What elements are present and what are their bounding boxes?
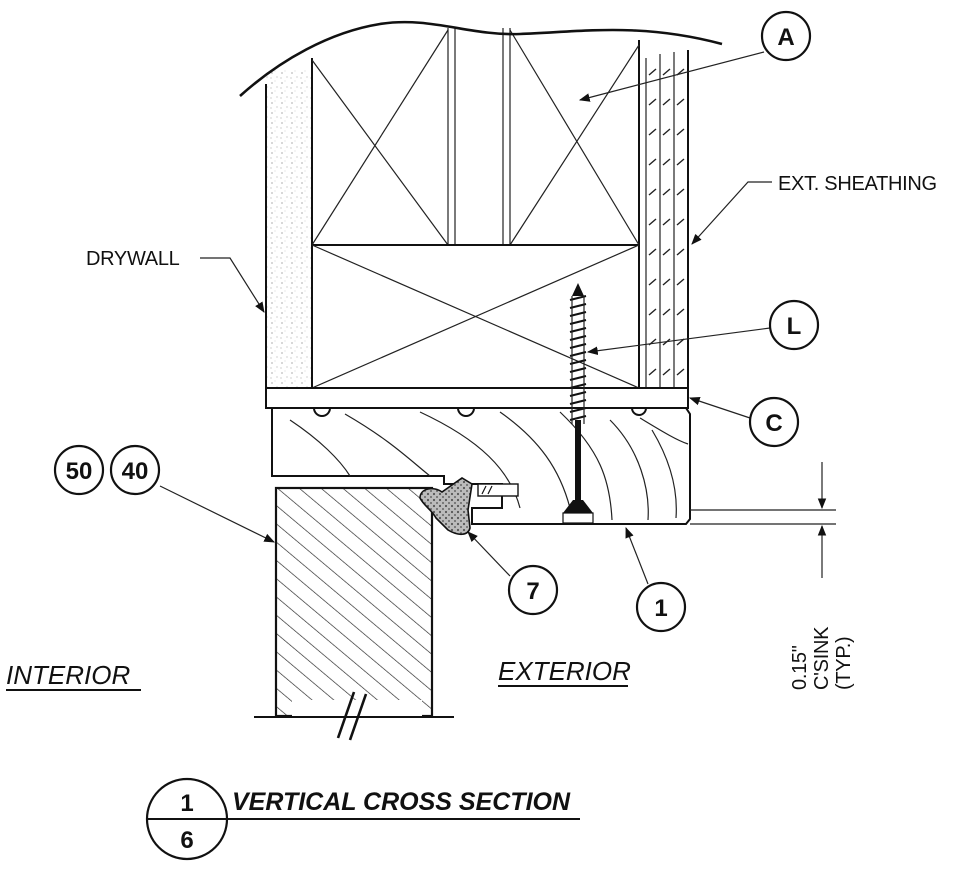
callout-50: 50 [53,444,105,496]
ext-sheathing-label: EXT. SHEATHING [778,173,937,195]
exterior-label: EXTERIOR [498,656,631,686]
callout-bubbles: A L C 50 40 7 1 [53,10,820,633]
svg-text:1: 1 [654,595,667,622]
masonry-block [254,477,519,741]
drywall-layer [266,70,312,388]
callout-1: 1 [635,581,687,633]
svg-text:40: 40 [122,458,149,485]
leader-lines [159,51,772,585]
weatherstrip [419,477,473,536]
dimension-value: 0.15" [789,645,811,690]
drywall-label: DRYWALL [86,248,180,270]
lag-screw [562,283,594,524]
stud-cross-marks [311,29,640,246]
interior-label: INTERIOR [6,660,130,690]
sheet-number: 6 [180,827,193,854]
wall-assembly [239,20,723,389]
svg-text:50: 50 [66,458,93,485]
section-title-block: 1 6 VERTICAL CROSS SECTION [145,777,580,861]
callout-7: 7 [507,564,559,616]
svg-text:C: C [765,410,782,437]
section-title: VERTICAL CROSS SECTION [232,788,571,816]
section-number: 1 [180,790,193,817]
callout-l: L [768,299,820,351]
break-line [239,20,723,97]
sheathing-layer [645,50,689,388]
svg-text:7: 7 [526,578,539,605]
callout-c: C [748,396,800,448]
sill-frame [265,283,691,525]
svg-text:L: L [787,313,802,340]
callout-40: 40 [109,444,161,496]
callout-a: A [760,10,812,62]
countersink-dimension: 0.15" C'SINK (TYP.) [690,462,855,690]
dimension-name: C'SINK [811,626,833,690]
dimension-note: (TYP.) [833,637,855,690]
svg-text:A: A [777,24,794,51]
